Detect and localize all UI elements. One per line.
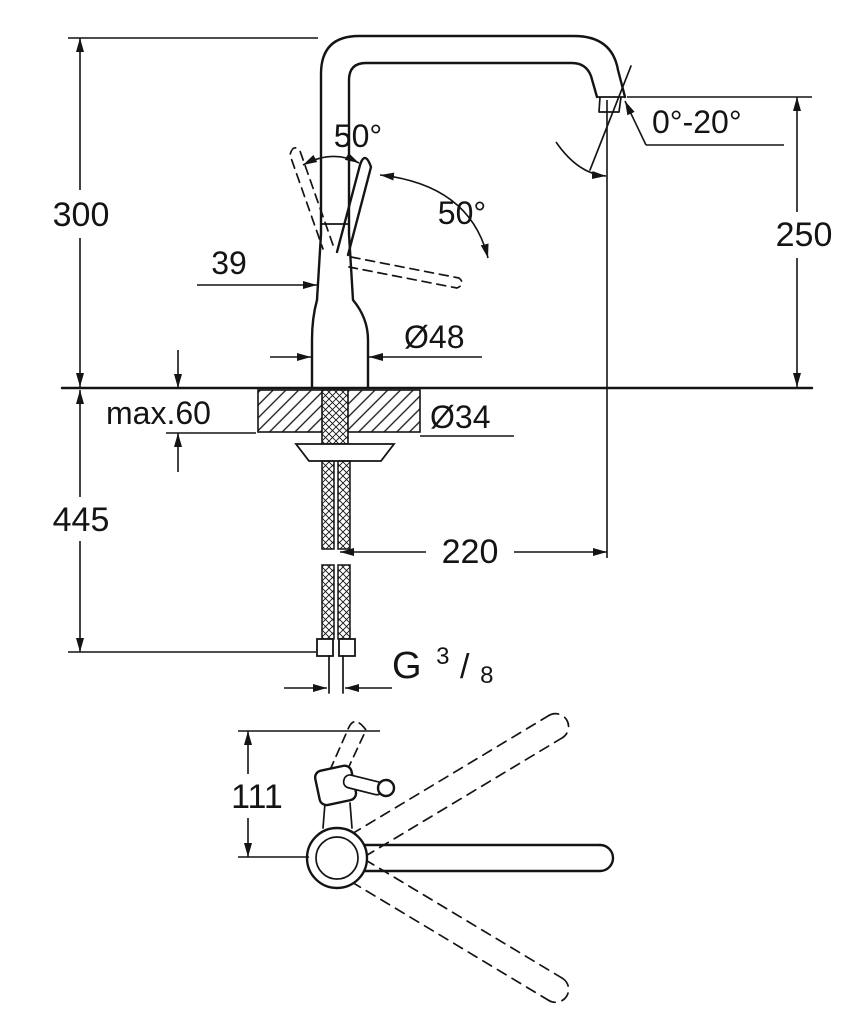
faucet-body	[310, 232, 370, 390]
side-view	[60, 34, 814, 694]
angle-top-label: 50°	[334, 118, 382, 154]
body-circle-inner	[315, 836, 359, 880]
dim-angle-top: 50°	[302, 118, 382, 166]
spout-outline	[319, 34, 627, 236]
handle-tilted-left	[289, 146, 334, 250]
spout-angle-label: 0°-20°	[652, 104, 742, 140]
dim-445-label: 445	[53, 501, 110, 539]
dim-220-label: 220	[442, 533, 499, 571]
dimensions-side-view: 300 445 250 220 39 5	[53, 37, 833, 692]
handle-knob	[376, 778, 396, 798]
dim-spout-angle: 0°-20°	[624, 100, 784, 146]
angle-right-label: 50°	[438, 195, 486, 231]
dim-300-label: 300	[53, 196, 110, 234]
dim-angle-right: 50°	[379, 172, 489, 259]
hole-dia-label: Ø34	[430, 399, 490, 435]
supply-hoses	[316, 460, 356, 694]
mounting-nut	[294, 443, 396, 462]
dim-dia34: Ø34	[420, 399, 514, 437]
handle-plan	[313, 720, 396, 829]
threaded-shank	[321, 389, 349, 445]
dim-250: 250	[627, 96, 833, 387]
dim-thread: G 3 / 8	[284, 631, 493, 692]
max-thickness-label: max.60	[106, 395, 211, 431]
dim-dia48: Ø48	[270, 319, 482, 361]
handle-neutral	[335, 156, 373, 257]
dim-300: 300	[53, 37, 318, 387]
dim-max60: max.60	[106, 350, 256, 472]
dim-111: 111	[231, 730, 380, 858]
handle-positions	[289, 146, 463, 289]
hose-fitting-left	[316, 638, 334, 657]
thread-label: G 3 / 8	[392, 631, 493, 689]
dim-111-label: 111	[231, 778, 283, 816]
handle-raised-dashed	[329, 720, 367, 776]
plan-view: 111	[231, 712, 615, 1004]
swivel-arm-down	[350, 858, 570, 1004]
dim-39-label: 39	[211, 245, 247, 281]
spout-arm-plan	[360, 843, 615, 873]
countertop-section	[60, 386, 814, 462]
dim-220: 220	[340, 533, 607, 571]
dim-445: 445	[53, 390, 316, 653]
hose-fitting-right	[338, 638, 356, 657]
swivel-arm-up	[350, 712, 570, 858]
outlet-swivel	[555, 65, 632, 558]
handle-tilted-down	[348, 256, 463, 289]
dim-39: 39	[197, 245, 317, 289]
base-dia-label: Ø48	[404, 319, 464, 355]
dim-250-label: 250	[776, 216, 833, 254]
